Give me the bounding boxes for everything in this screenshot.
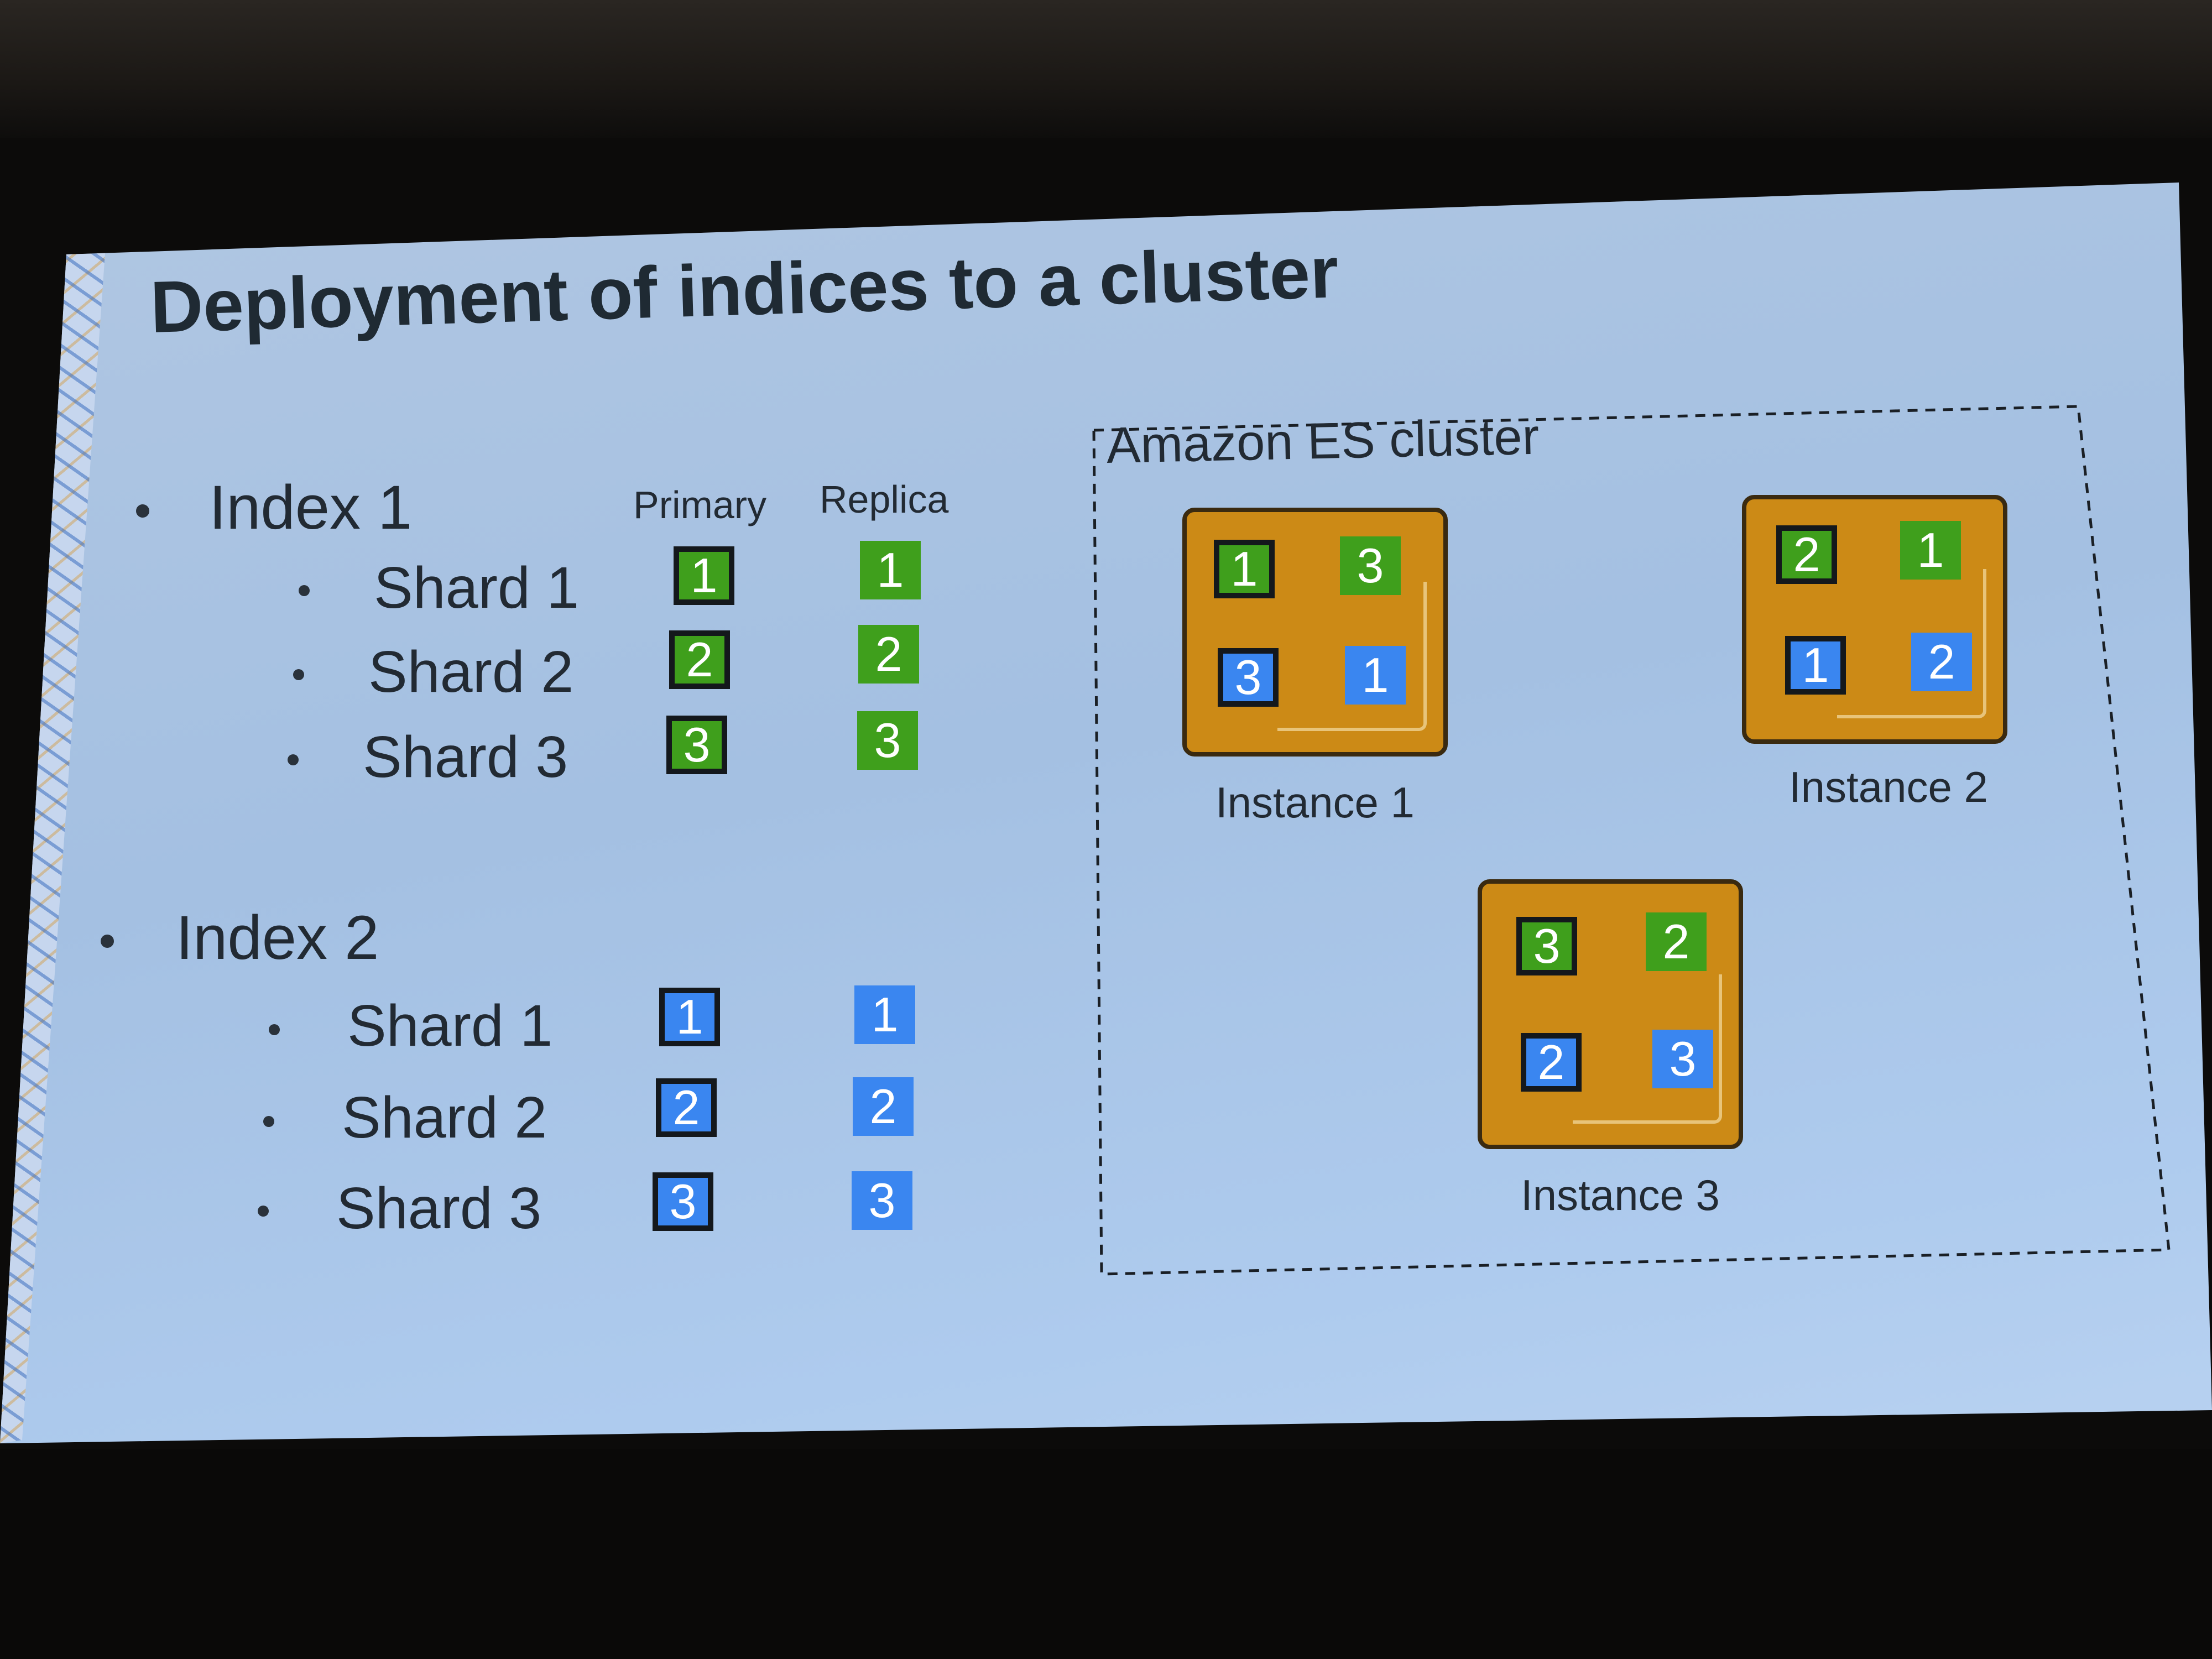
instance-2-index-2-shard-2-replica: 2 xyxy=(1911,633,1972,691)
bullet-index-1-shard-2 xyxy=(293,669,304,680)
instance-2-index-1-shard-1-replica: 1 xyxy=(1900,521,1961,580)
index-1-label: Index 1 xyxy=(209,473,413,542)
bullet-index-2-shard-1 xyxy=(269,1024,280,1035)
index-2-shard-1-replica: 1 xyxy=(854,985,915,1044)
replica-column-header: Replica xyxy=(820,478,949,521)
index-2-label: Index 2 xyxy=(176,903,379,972)
instance-1-index-2-shard-1-replica: 1 xyxy=(1345,646,1406,705)
instance-2-label: Instance 2 xyxy=(1789,763,1988,811)
instance-1-label: Instance 1 xyxy=(1215,778,1415,827)
bullet-index-1-shard-3 xyxy=(288,754,299,765)
index-1-shard-2-label: Shard 2 xyxy=(368,639,574,705)
index-1-shard-3-label: Shard 3 xyxy=(363,724,568,790)
instance-1-inner-bracket xyxy=(1277,582,1427,731)
instance-3-inner-bracket xyxy=(1573,974,1722,1124)
bullet-index-2 xyxy=(101,935,114,948)
index-1-shard-1-label: Shard 1 xyxy=(374,555,580,620)
instance-2-index-2-shard-1-primary: 1 xyxy=(1785,636,1846,695)
index-1-shard-2-primary: 2 xyxy=(669,630,730,689)
instance-3-index-2-shard-2-primary: 2 xyxy=(1521,1033,1582,1092)
index-2-shard-2-replica: 2 xyxy=(853,1077,914,1136)
instance-3-index-1-shard-2-replica: 2 xyxy=(1646,912,1707,971)
instance-3-index-2-shard-3-replica: 3 xyxy=(1652,1030,1713,1088)
index-1-shard-1-primary: 1 xyxy=(674,546,734,605)
index-1-shard-3-primary: 3 xyxy=(666,716,727,774)
room-floor xyxy=(0,1449,2212,1659)
instance-2-inner-bracket xyxy=(1837,569,1986,718)
index-2-shard-1-label: Shard 1 xyxy=(347,993,553,1058)
index-2-shard-3-replica: 3 xyxy=(852,1171,912,1230)
index-1-shard-3-replica: 3 xyxy=(857,711,918,770)
bullet-index-1 xyxy=(136,504,149,518)
instance-3-label: Instance 3 xyxy=(1521,1171,1720,1219)
index-2-shard-3-primary: 3 xyxy=(653,1172,713,1231)
index-2-shard-2-primary: 2 xyxy=(656,1078,717,1137)
instance-2-index-1-shard-2-primary: 2 xyxy=(1776,525,1837,584)
index-2-shard-2-label: Shard 2 xyxy=(342,1085,547,1150)
instance-1-index-1-shard-1-primary: 1 xyxy=(1214,540,1275,598)
instance-3-index-1-shard-3-primary: 3 xyxy=(1516,917,1577,975)
index-1-shard-1-replica: 1 xyxy=(860,541,921,599)
index-2-shard-1-primary: 1 xyxy=(659,988,720,1046)
instance-1-index-1-shard-3-replica: 3 xyxy=(1340,536,1401,595)
bullet-index-2-shard-2 xyxy=(263,1116,274,1127)
bullet-index-2-shard-3 xyxy=(258,1206,269,1217)
cluster-title: Amazon ES cluster xyxy=(1105,408,1540,474)
instance-1-index-2-shard-3-primary: 3 xyxy=(1218,648,1279,707)
room-ceiling xyxy=(0,0,2212,138)
index-1-shard-2-replica: 2 xyxy=(858,625,919,684)
primary-column-header: Primary xyxy=(633,483,767,526)
bullet-index-1-shard-1 xyxy=(299,585,310,596)
index-2-shard-3-label: Shard 3 xyxy=(336,1176,542,1241)
instance-1 xyxy=(1182,508,1448,757)
